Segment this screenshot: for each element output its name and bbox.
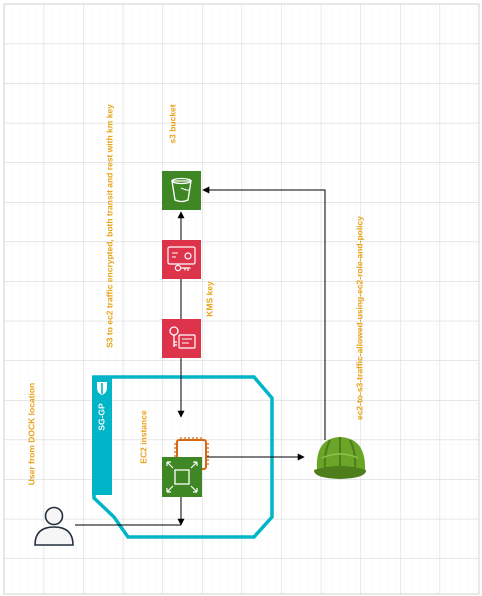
security-group[interactable]: SG-GP [92,375,274,539]
iam-role-helmet-icon[interactable] [313,437,367,479]
helmet-to-s3-arrow [202,186,326,440]
security-group-label-bar [92,376,112,495]
s3-bucket-icon[interactable] [162,171,201,210]
secrets-key-icon[interactable] [162,319,201,358]
user-location-label: User from DOCK location [26,383,36,486]
security-group-label: SG-GP [96,403,106,431]
iam-policy-label: ec2-to-s3-traffic-allowed-using-ec2-role… [354,216,364,420]
connectors [75,186,326,526]
ec2-instance-label: EC2 instance [138,410,148,464]
user-icon[interactable] [34,506,74,546]
ec2-instance-icon[interactable] [162,457,202,497]
grid-major [3,3,480,595]
encryption-flow-label: S3 to ec2 traffic encrypted, both transi… [104,104,114,348]
shield-icon [97,382,107,395]
kms-key-icon[interactable] [162,240,201,279]
s3-bucket-label: s3 bucket [167,104,177,143]
kms-key-label: KMS key [204,281,214,317]
